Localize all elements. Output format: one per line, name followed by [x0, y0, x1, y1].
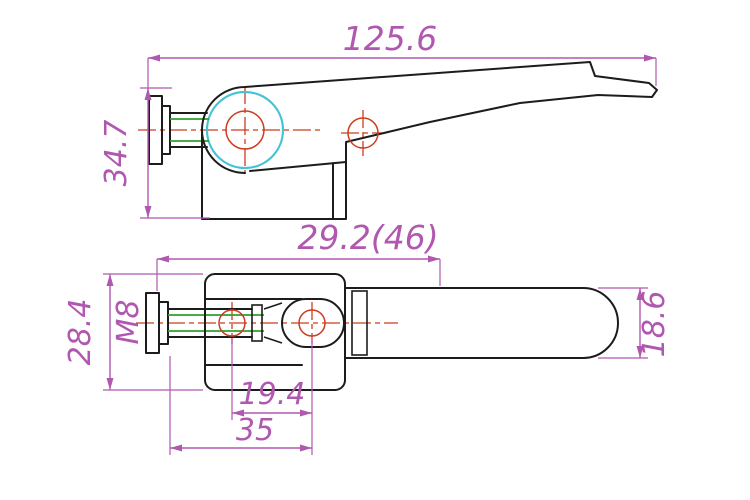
pivot-boss-highlight — [205, 90, 285, 170]
side-view: 125.6 34.7 — [99, 19, 658, 220]
dim-overall-length: 125.6 — [148, 19, 657, 86]
clamp-body-side — [201, 61, 658, 220]
thread-spec-label: M8 — [111, 300, 146, 345]
mount-hole-side — [347, 117, 379, 149]
dim-height: 34.7 — [99, 58, 210, 219]
dim-handle-width: 18.6 — [598, 287, 672, 359]
dim-base-length-extension — [169, 338, 313, 455]
spindle-thread-plan — [168, 314, 264, 332]
dim-height-label: 34.7 — [99, 120, 134, 187]
bracket-hole-right — [298, 309, 326, 337]
dim-base-length: 35 — [169, 338, 313, 455]
spindle-bolt-side — [148, 95, 208, 165]
pivot-hole — [225, 110, 265, 150]
dim-adjustable-length: 29.2(46) — [156, 218, 441, 291]
dim-adjustable-length-label: 29.2(46) — [297, 218, 438, 257]
clevis-taper — [263, 302, 283, 344]
bracket-hole-left — [218, 309, 246, 337]
dim-height-extension — [140, 58, 210, 219]
lock-nut — [251, 304, 263, 342]
dim-overall-length-label: 125.6 — [343, 19, 437, 58]
latch-slot — [351, 290, 368, 356]
dim-body-width-label: 28.4 — [63, 299, 98, 366]
dim-handle-width-label: 18.6 — [637, 291, 672, 358]
side-view-centerlines — [138, 86, 386, 174]
spindle-bolt-plan — [145, 292, 253, 354]
dim-hole-spacing: 19.4 — [231, 338, 312, 420]
plan-view: 29.2(46) 28.4 M8 18.6 19.4 35 — [63, 218, 672, 455]
clevis-end — [281, 298, 345, 348]
dim-body-width-extension — [103, 273, 203, 391]
dim-hole-spacing-label: 19.4 — [239, 377, 306, 412]
dim-base-length-label: 35 — [236, 413, 274, 448]
u-bracket — [204, 273, 346, 391]
dim-adjustable-length-extension — [156, 259, 441, 291]
handle-bar — [344, 287, 619, 359]
dim-body-width: 28.4 — [63, 273, 203, 391]
